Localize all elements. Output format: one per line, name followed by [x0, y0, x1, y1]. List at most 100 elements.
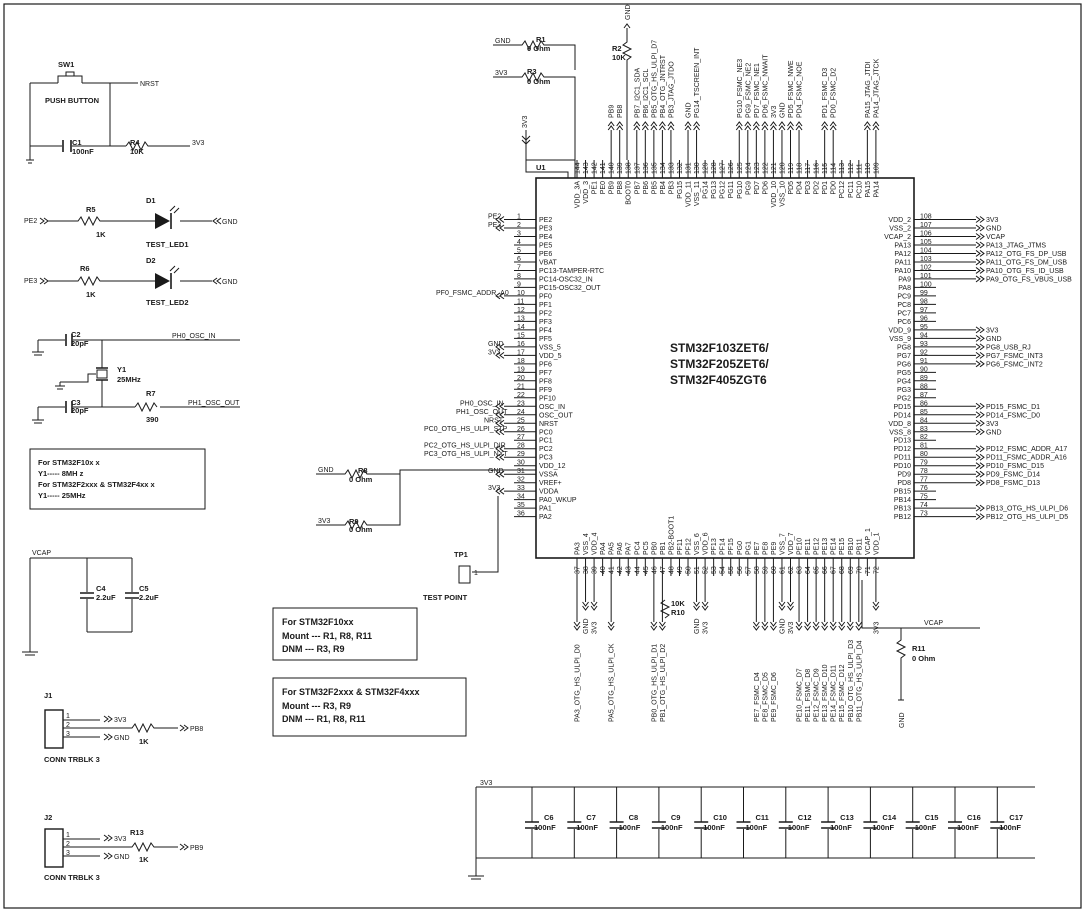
net-arrow-top-139: [616, 121, 624, 160]
net-arrow-bottom-67: [829, 576, 837, 631]
r4-value: 10K: [130, 147, 144, 156]
chip-name-line-3: STM32F405ZGT6: [670, 373, 767, 387]
net-label-top-123: PD7_FSMC_NE1: [754, 63, 761, 118]
r8-value: 0 Ohm: [349, 475, 373, 484]
net-label-bottom-70: PB11_OTG_HS_ULPI_D4: [856, 640, 863, 722]
y1-ref: Y1: [117, 365, 126, 374]
net-label-right-83: GND: [986, 429, 1002, 436]
net-arrow-top-133: [667, 121, 675, 160]
pin-number-132: 132: [677, 162, 684, 174]
net-arrow-bottom-58: [752, 576, 760, 631]
pin-number-26: 26: [517, 426, 525, 433]
net-arrow-bottom-68: [838, 576, 846, 631]
net-arrow-right-104: [936, 250, 985, 257]
r2-value: 10K: [612, 53, 626, 62]
pin-number-113: 113: [839, 163, 846, 174]
net-arrow-top-134: [659, 121, 666, 160]
f10-note-dnm: DNM --- R3, R9: [282, 644, 345, 654]
pin-name-90: PG5: [897, 370, 911, 377]
net-label-top-125: PG10_FSMC_NE3: [737, 59, 744, 118]
pin-number-1: 1: [517, 214, 521, 221]
pin-name-26: PC0: [539, 429, 553, 436]
pin-name-92: PG7: [897, 353, 911, 360]
pin-number-21: 21: [517, 383, 525, 390]
j1-connector: J1 1 2 3 3V3 GND 1K PB8 CONN TRBLK 3: [44, 691, 203, 764]
pin-number-73: 73: [920, 511, 928, 518]
pin-number-125: 125: [737, 162, 744, 174]
pin-name-47: PB1: [660, 542, 667, 555]
pin-name-118: PD4: [797, 181, 804, 195]
pin-number-71: 71: [865, 566, 872, 574]
d1-diode-symbol: [155, 213, 170, 229]
r7-ref: R7: [146, 389, 156, 398]
pin-name-129: PG14: [703, 181, 710, 199]
pin-name-136: PB6: [643, 181, 650, 194]
decap-ref-C11: C11: [756, 813, 769, 822]
j1-ref: J1: [44, 691, 52, 700]
pin-number-72: 72: [873, 566, 880, 574]
r7-value: 390: [146, 415, 159, 424]
net-label-right-81: PD12_FSMC_ADDR_A17: [986, 446, 1067, 453]
decap-value-C16: 100nF: [957, 823, 979, 832]
r8-r9-wires: [316, 468, 536, 531]
pin-name-101: PA9: [898, 276, 911, 283]
pin-number-90: 90: [920, 366, 928, 373]
pin-name-62: VDD_7: [788, 532, 795, 555]
vref-network: GND R8 0 Ohm 3V3 R9 0 Ohm TP1 1 TEST POI…: [316, 466, 536, 602]
net-arrow-right-77: [936, 479, 985, 487]
net-label-top-139: PB8: [617, 105, 624, 118]
net-label-right-92: PG7_FSMC_INT3: [986, 353, 1043, 360]
pin-number-51: 51: [694, 566, 701, 574]
j1-3v3-label: 3V3: [114, 717, 127, 724]
decap-symbol-C6: [525, 821, 539, 829]
pin-number-31: 31: [517, 468, 525, 475]
net-label-bottom-69: PB10_OTG_HS_ULPI_D3: [848, 640, 855, 722]
net-arrow-right-105: [936, 241, 985, 249]
d1-gnd-label: GND: [222, 219, 238, 226]
pin-name-50: PF12: [686, 538, 693, 555]
pin-name-22: PF10: [539, 395, 556, 402]
pb9-net-label: PB9: [190, 845, 203, 852]
net-arrow-right-86: [936, 402, 985, 410]
pin-name-74: PB13: [894, 506, 911, 513]
net-arrow-bottom-38: [582, 576, 589, 611]
net-arrow-right-73: [936, 513, 985, 521]
pe2-net-label: PE2: [24, 218, 37, 225]
net-label-right-84: 3V3: [986, 421, 999, 428]
pin-name-87: PG2: [897, 395, 911, 402]
pin-number-6: 6: [517, 256, 521, 263]
decap-symbol-C9: [651, 821, 666, 829]
c1-symbol: [62, 140, 72, 152]
pin-number-12: 12: [517, 307, 525, 314]
net-arrow-bottom-59: [761, 576, 769, 631]
pin-number-60: 60: [771, 566, 778, 574]
pin-name-36: PA2: [539, 514, 552, 521]
net-label-bottom-64: PE11_FSMC_D8: [805, 669, 812, 722]
pin-number-33: 33: [517, 485, 525, 492]
pin-name-11: PF1: [539, 302, 552, 309]
pin-number-25: 25: [517, 417, 525, 424]
decap-value-C12: 100nF: [788, 823, 810, 832]
net-label-bottom-67: PE14_FSMC_D11: [831, 665, 838, 722]
net-label-top-135: PB5_OTG_HS_ULPI_D7: [651, 40, 658, 118]
d1-ref: D1: [146, 196, 156, 205]
r4-ref: R4: [130, 138, 140, 147]
pin-number-40: 40: [600, 566, 607, 574]
net-label-bottom-37: PA3_OTG_HS_ULPI_D0: [575, 644, 582, 722]
net-label-right-73: PB12_OTG_HS_ULPI_D5: [986, 514, 1068, 521]
net-arrow-bottom-51: [693, 576, 700, 611]
net-label-bottom-63: PE10_FSMC_D7: [797, 668, 804, 722]
pin-number-81: 81: [920, 443, 928, 450]
vdd-3v3-label: 3V3: [522, 115, 529, 128]
pin-name-58: PE7: [754, 542, 761, 555]
crystal-note-line-4: Y1----- 25MHz: [38, 491, 86, 500]
pin-name-113: PC12: [839, 181, 846, 199]
net-label-right-74: PB13_OTG_HS_ULPI_D6: [986, 506, 1068, 513]
net-arrow-right-106: [936, 233, 985, 240]
pin-number-106: 106: [920, 230, 932, 237]
c3-value: 20pF: [71, 406, 89, 415]
pin-number-120: 120: [779, 162, 786, 174]
net-arrow-bottom-60: [770, 576, 777, 631]
pin-number-140: 140: [609, 162, 616, 174]
